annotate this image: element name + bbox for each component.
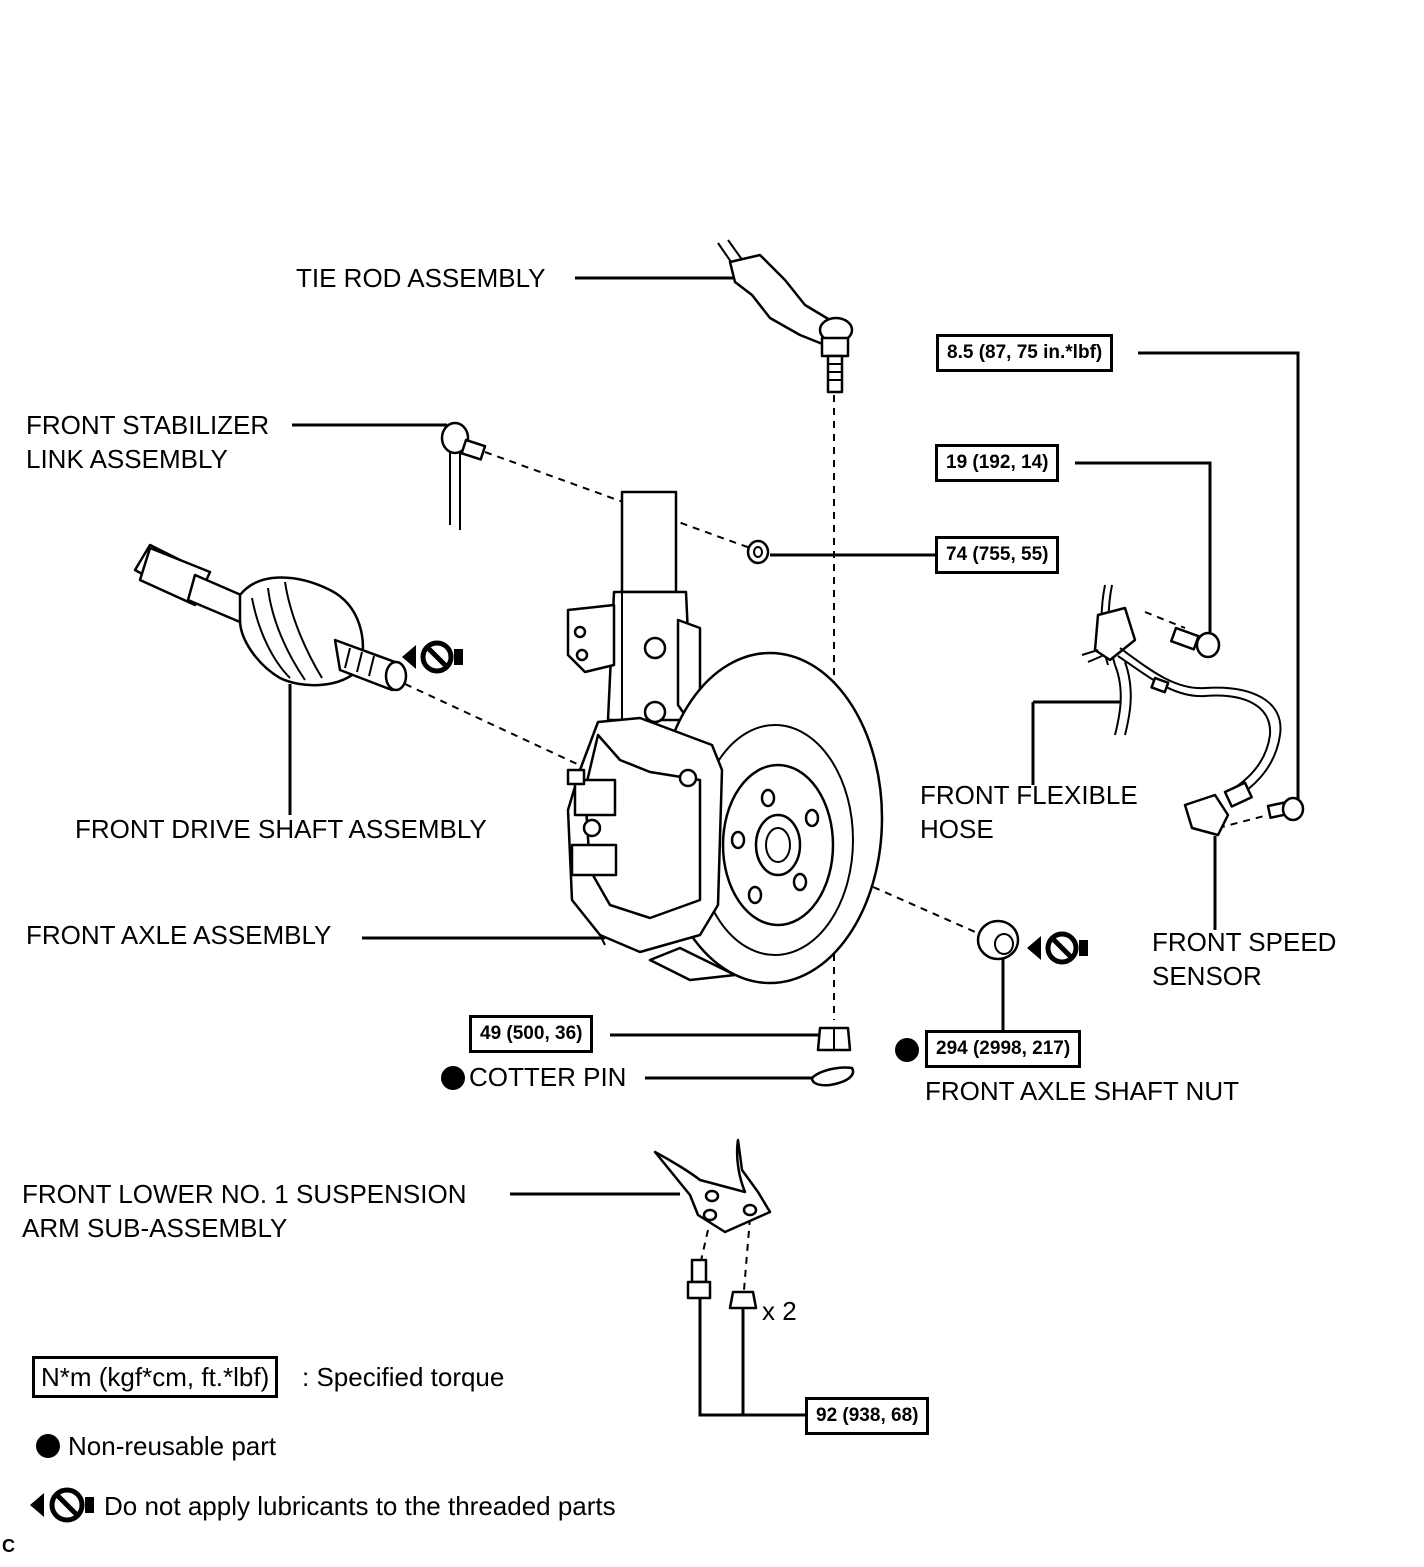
corner-mark: C bbox=[2, 1536, 15, 1556]
torque-speed-sensor-bolt: 8.5 (87, 75 in.*lbf) bbox=[936, 334, 1114, 372]
legend-torque-unit-box: N*m (kgf*cm, ft.*lbf) bbox=[32, 1356, 279, 1398]
suspension-arm-nut-drawing bbox=[728, 1290, 758, 1310]
label-drive-shaft: FRONT DRIVE SHAFT ASSEMBLY bbox=[75, 814, 487, 844]
tie-rod-nut-drawing bbox=[816, 1026, 852, 1052]
drive-shaft-drawing bbox=[133, 543, 408, 692]
axis-sensor-bolt bbox=[1217, 814, 1269, 829]
caliper-drawing bbox=[566, 716, 724, 954]
suspension-arm-bolt-drawing bbox=[686, 1258, 712, 1300]
stabilizer-link-drawing bbox=[440, 421, 487, 530]
legend-non-reusable-icon bbox=[36, 1434, 60, 1458]
label-times-two: x 2 bbox=[762, 1296, 797, 1326]
strut-drawing bbox=[566, 490, 702, 724]
non-reusable-icon-axle-nut bbox=[895, 1038, 919, 1062]
leader-torque-arm-bolt bbox=[698, 1298, 806, 1417]
torque-stabilizer-nut: 74 (755, 55) bbox=[935, 536, 1060, 574]
leader-torque-hose-bolt bbox=[1075, 461, 1212, 632]
torque-hose-bracket-bolt: 19 (192, 14) bbox=[935, 444, 1060, 482]
label-axle-shaft-nut: FRONT AXLE SHAFT NUT bbox=[925, 1076, 1239, 1106]
axis-drive-shaft bbox=[404, 683, 591, 771]
legend-torque-text: : Specified torque bbox=[302, 1362, 505, 1392]
hose-bracket-bolt-drawing bbox=[1169, 626, 1221, 659]
legend-no-lubricant-text: Do not apply lubricants to the threaded … bbox=[104, 1491, 616, 1521]
cotter-pin-drawing bbox=[810, 1066, 855, 1087]
no-lubricant-icon-shaft bbox=[402, 640, 463, 674]
flexible-hose-drawing bbox=[1081, 584, 1137, 736]
no-lubricant-icon-legend bbox=[30, 1487, 94, 1523]
torque-suspension-arm: 92 (938, 68) bbox=[805, 1397, 930, 1435]
torque-tie-rod-nut: 49 (500, 36) bbox=[469, 1015, 594, 1053]
label-stabilizer-link-line1: FRONT STABILIZER bbox=[26, 410, 270, 440]
label-suspension-arm-line2: ARM SUB-ASSEMBLY bbox=[22, 1213, 288, 1243]
stabilizer-nut-drawing bbox=[746, 539, 770, 565]
label-tie-rod: TIE ROD ASSEMBLY bbox=[296, 263, 546, 293]
non-reusable-icon-cotter-pin bbox=[441, 1066, 465, 1090]
tie-rod-drawing bbox=[717, 239, 854, 394]
axis-hose-bolt bbox=[1144, 611, 1186, 629]
no-lubricant-icon-nut bbox=[1027, 931, 1088, 965]
axis-axle-nut bbox=[777, 844, 983, 936]
suspension-arm-drawing bbox=[653, 1138, 772, 1234]
speed-sensor-drawing bbox=[1117, 647, 1282, 837]
speed-sensor-bolt-drawing bbox=[1266, 796, 1305, 822]
label-cotter-pin: COTTER PIN bbox=[469, 1062, 627, 1092]
torque-axle-shaft-nut: 294 (2998, 217) bbox=[925, 1030, 1082, 1068]
leader-torque-sensor-bolt bbox=[1138, 351, 1300, 806]
axle-shaft-nut-drawing bbox=[976, 919, 1020, 961]
label-flexible-hose-line1: FRONT FLEXIBLE bbox=[920, 780, 1138, 810]
label-speed-sensor-line2: SENSOR bbox=[1152, 961, 1262, 991]
label-axle-assembly: FRONT AXLE ASSEMBLY bbox=[26, 920, 332, 950]
label-stabilizer-link-line2: LINK ASSEMBLY bbox=[26, 444, 228, 474]
axis-stabilizer bbox=[484, 451, 751, 549]
label-suspension-arm-line1: FRONT LOWER NO. 1 SUSPENSION bbox=[22, 1179, 467, 1209]
label-flexible-hose-line2: HOSE bbox=[920, 814, 994, 844]
legend-non-reusable-text: Non-reusable part bbox=[68, 1431, 277, 1461]
axis-arm-nut bbox=[743, 1217, 751, 1291]
label-speed-sensor-line1: FRONT SPEED bbox=[1152, 927, 1337, 957]
